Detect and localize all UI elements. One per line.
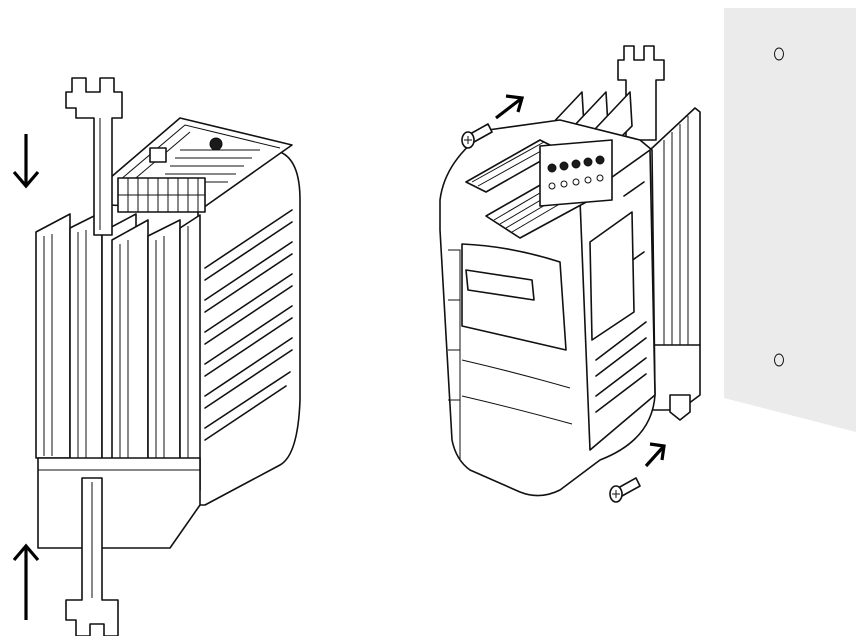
terminal-strip <box>117 177 206 213</box>
display-window <box>589 211 635 341</box>
right-assembly <box>439 45 701 503</box>
drive-body-side <box>197 151 301 506</box>
plate-surface <box>724 8 856 432</box>
rear-heat-sink <box>649 107 701 411</box>
right-bottom-bracket <box>669 394 691 421</box>
left-assembly <box>12 77 301 636</box>
mounting-base <box>37 457 201 549</box>
heat-sink-fins <box>35 211 201 491</box>
down-arrow-icon <box>12 134 40 189</box>
hole-icon <box>774 353 784 367</box>
diagonal-arrow-icon <box>644 442 666 468</box>
side-louvres <box>204 209 293 441</box>
screw-icon <box>609 477 641 503</box>
diagonal-arrow-icon <box>495 94 525 120</box>
top-switch <box>149 147 167 163</box>
hole-icon <box>774 47 784 61</box>
side-slots <box>595 181 647 413</box>
top-mounting-bracket <box>65 77 123 236</box>
right-terminal-block <box>539 139 613 207</box>
up-arrow-icon <box>12 543 40 620</box>
front-cover <box>448 243 573 460</box>
screw-icon <box>461 123 493 149</box>
top-connector <box>209 137 223 151</box>
bottom-mounting-bracket <box>65 477 119 636</box>
mounting-plate <box>724 8 856 432</box>
